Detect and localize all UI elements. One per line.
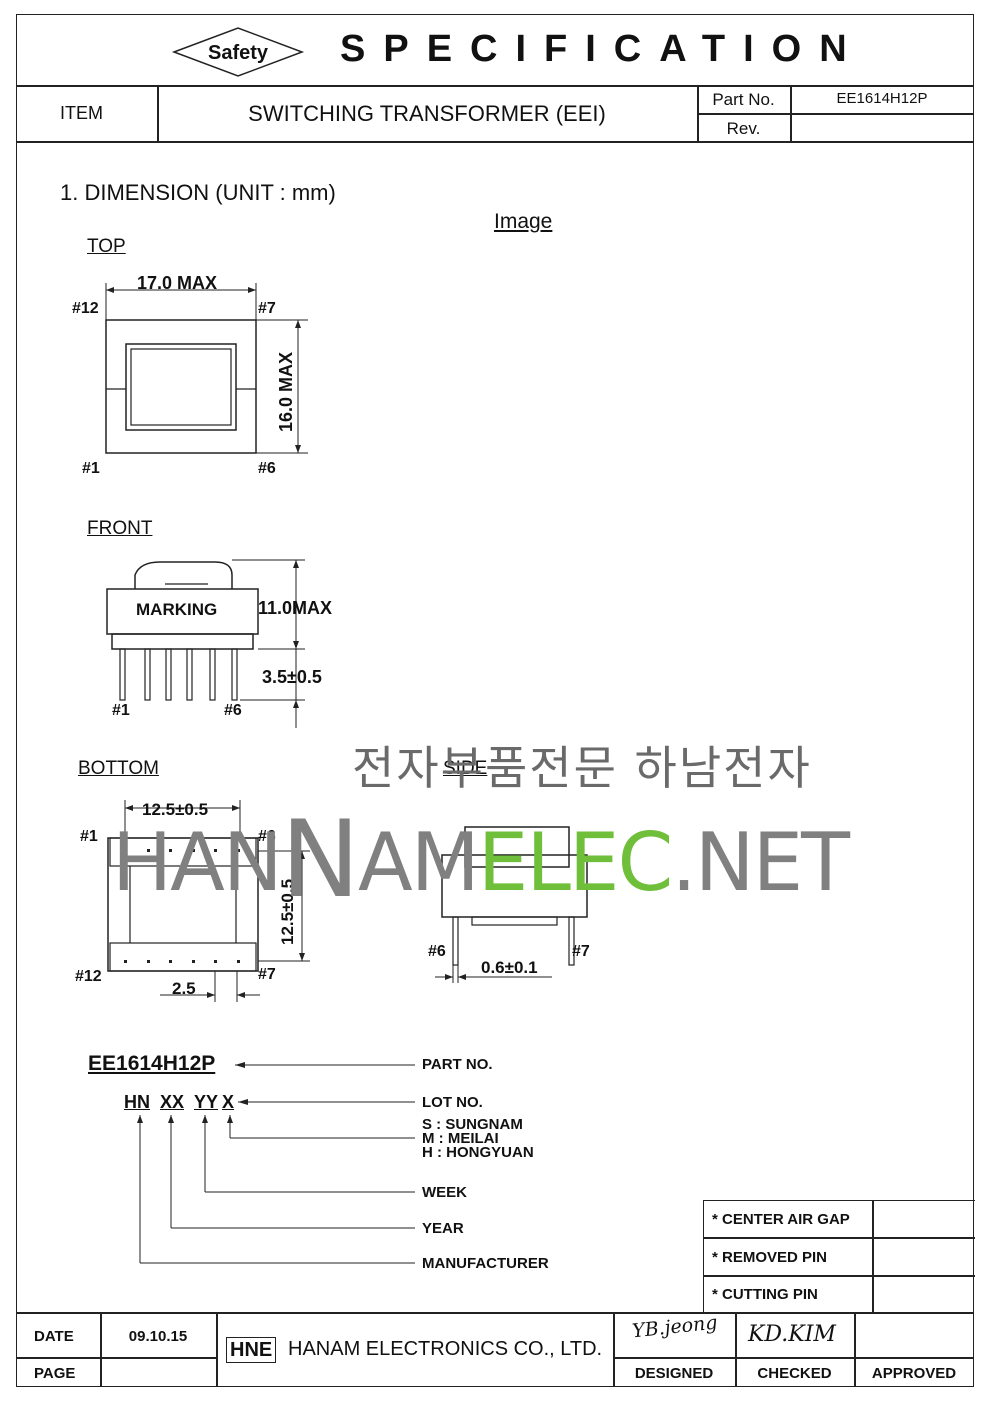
footer-date-value: 09.10.15 bbox=[128, 1328, 188, 1345]
legend-week-label: WEEK bbox=[422, 1184, 467, 1201]
watermark-big-n: N bbox=[280, 798, 360, 921]
note-removed-pin: * REMOVED PIN bbox=[712, 1249, 828, 1266]
footer-col-2 bbox=[216, 1312, 218, 1387]
front-marking: MARKING bbox=[136, 600, 218, 619]
legend-lot-h: H : HONGYUAN bbox=[422, 1144, 534, 1161]
item-divider bbox=[157, 85, 159, 142]
footer-designed-label: DESIGNED bbox=[634, 1365, 714, 1382]
notes-row-divider-1 bbox=[703, 1237, 975, 1239]
notes-col-divider bbox=[872, 1200, 874, 1313]
section-title: 1. DIMENSION (UNIT : mm) bbox=[60, 180, 336, 205]
legend-lot-x: X bbox=[222, 1092, 235, 1112]
front-pin-dim: 3.5±0.5 bbox=[262, 667, 322, 687]
image-label: Image bbox=[494, 210, 553, 233]
top-width-dim: 17.0 MAX bbox=[137, 273, 218, 293]
bottom-pin-12: #12 bbox=[75, 968, 102, 985]
safety-badge-text: Safety bbox=[208, 42, 269, 64]
side-pin-6: #6 bbox=[428, 943, 446, 960]
company-logo: HNE bbox=[226, 1337, 277, 1363]
legend-part-code: EE1614H12P bbox=[88, 1052, 216, 1075]
header-divider bbox=[16, 85, 974, 87]
part-no-value: EE1614H12P bbox=[836, 90, 928, 107]
bottom-pin-7: #7 bbox=[258, 966, 276, 983]
company-name: HANAM ELECTRONICS CO., LTD. bbox=[288, 1338, 603, 1360]
item-label: ITEM bbox=[60, 103, 103, 123]
top-pin-6: #6 bbox=[258, 460, 276, 477]
footer-left-divider bbox=[16, 1357, 216, 1359]
top-view-drawing bbox=[105, 283, 308, 454]
legend-part-no-label: PART NO. bbox=[422, 1056, 493, 1073]
top-pin-1: #1 bbox=[82, 460, 100, 477]
footer-col-5 bbox=[854, 1312, 856, 1387]
note-cutting-pin: * CUTTING PIN bbox=[712, 1286, 818, 1303]
legend-lot-s: S : SUNGNAM bbox=[422, 1116, 523, 1133]
notes-table bbox=[703, 1200, 975, 1313]
footer-approved-label: APPROVED bbox=[871, 1365, 957, 1382]
bottom-pin-1: #1 bbox=[80, 828, 98, 845]
front-view-drawing bbox=[106, 559, 305, 728]
legend-year-label: YEAR bbox=[422, 1220, 464, 1237]
legend-leader-lines bbox=[137, 1062, 415, 1264]
front-pin-1: #1 bbox=[112, 702, 130, 719]
rev-label: Rev. bbox=[726, 119, 761, 138]
footer-checked-label: CHECKED bbox=[757, 1365, 832, 1382]
bottom-view-drawing bbox=[107, 800, 310, 1002]
watermark-korean: 전자부품전문 하남전자 bbox=[352, 741, 812, 795]
bottom-view-label: BOTTOM bbox=[78, 758, 159, 779]
side-view-label: SIDE bbox=[443, 758, 488, 779]
watermark-site: HANNAMELEC.NET bbox=[112, 792, 850, 921]
watermark-part1: HAN bbox=[112, 816, 283, 909]
side-pin-7: #7 bbox=[572, 943, 590, 960]
legend-lot-hn: HN bbox=[124, 1092, 150, 1112]
watermark-part2: AM bbox=[358, 816, 480, 909]
safety-badge: Safety bbox=[171, 27, 305, 77]
page-frame bbox=[16, 14, 974, 1387]
page-title: SPECIFICATION bbox=[340, 28, 865, 70]
legend-lot-no-label: LOT NO. bbox=[422, 1094, 483, 1111]
footer-col-1 bbox=[100, 1312, 102, 1387]
rev-divider bbox=[697, 113, 974, 115]
legend-lot-yy: YY bbox=[194, 1092, 219, 1112]
footer-top-line bbox=[16, 1312, 974, 1314]
footer-right-divider bbox=[613, 1357, 974, 1359]
footer-page-label: PAGE bbox=[34, 1365, 76, 1382]
top-pin-12: #12 bbox=[72, 300, 99, 317]
part-no-label: Part No. bbox=[712, 90, 775, 109]
header-bottom-line bbox=[16, 141, 974, 143]
legend-lot-m: M : MEILAI bbox=[422, 1130, 499, 1147]
notes-row-divider-2 bbox=[703, 1275, 975, 1277]
front-height-dim: 11.0MAX bbox=[258, 598, 333, 618]
footer-col-4 bbox=[735, 1312, 737, 1387]
note-center-air-gap: * CENTER AIR GAP bbox=[712, 1211, 850, 1228]
legend-lot-xx: XX bbox=[160, 1092, 185, 1112]
top-pin-7: #7 bbox=[258, 300, 276, 317]
front-view-label: FRONT bbox=[87, 518, 153, 539]
front-pin-6: #6 bbox=[224, 702, 242, 719]
watermark-part3: ELEC bbox=[477, 816, 674, 909]
footer-col-3 bbox=[613, 1312, 615, 1387]
top-height-dim: 16.0 MAX bbox=[276, 351, 296, 432]
watermark-part4: .NET bbox=[671, 816, 850, 909]
item-value: SWITCHING TRANSFORMER (EEI) bbox=[248, 101, 606, 126]
footer-date-label: DATE bbox=[34, 1328, 74, 1345]
legend-manufacturer-label: MANUFACTURER bbox=[422, 1255, 549, 1272]
top-view-label: TOP bbox=[87, 236, 126, 257]
side-pin-dim: 0.6±0.1 bbox=[481, 958, 538, 977]
bottom-pin-6: #6 bbox=[258, 828, 276, 845]
bottom-width-dim: 12.5±0.5 bbox=[142, 800, 209, 819]
checked-signature: KD.KIM bbox=[748, 1322, 836, 1347]
bottom-pitch-dim: 2.5 bbox=[172, 979, 196, 998]
side-view-drawing bbox=[435, 826, 588, 983]
